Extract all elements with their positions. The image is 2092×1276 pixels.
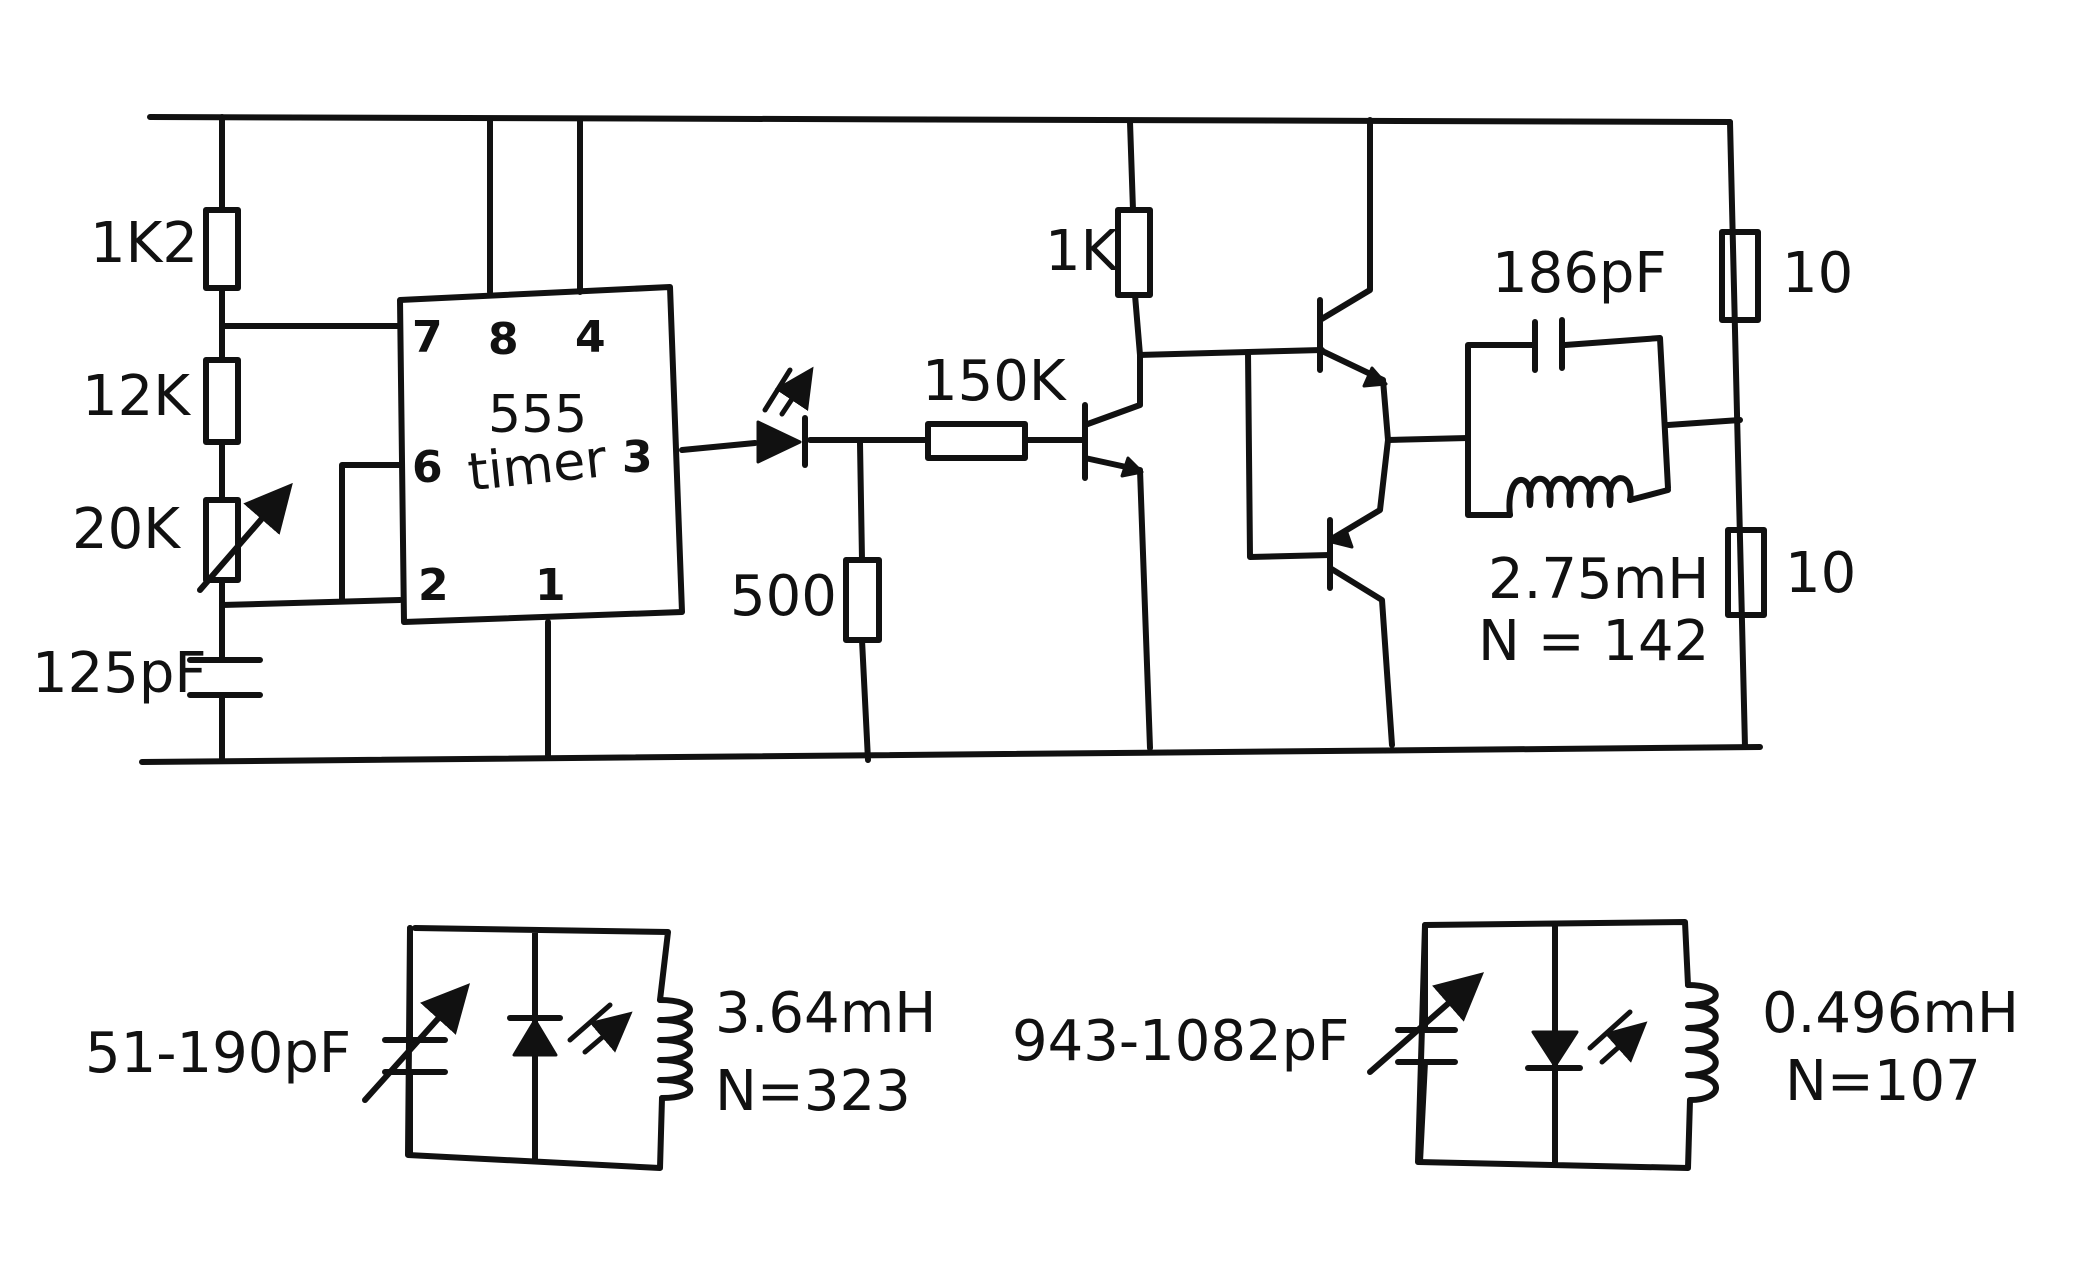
- pot-arrow: [197, 482, 293, 593]
- pin8-label: 8: [488, 314, 519, 365]
- capacitor-125pf: [187, 657, 263, 698]
- resistor-10-top: [1719, 229, 1761, 323]
- tank-right-cap-range: 943-1082pF: [1012, 1009, 1349, 1074]
- tank-right-varcap-arrow: [1367, 972, 1485, 1075]
- tank-right-diode-rays: [1587, 1012, 1640, 1065]
- resistor-150k: [925, 421, 1028, 461]
- transistor-driver-arrow: [1120, 456, 1144, 478]
- label-20k: 20K: [72, 497, 181, 562]
- main-circuit: 7 8 4 6 2 1 3 555 timer: [32, 114, 1856, 765]
- ic-title-timer: timer: [465, 429, 610, 503]
- tank-right-diode: [1531, 1030, 1579, 1068]
- tank-left-inductor: [657, 997, 694, 1101]
- collector-wire: [1127, 119, 1143, 358]
- resistor-1k2: [203, 207, 241, 291]
- tank-left-diode: [512, 1018, 558, 1057]
- push-pull-base-wire: [1245, 349, 1333, 560]
- resistor-10-bottom: [1725, 527, 1767, 618]
- tank-left-cap-range: 51-190pF: [85, 1021, 351, 1086]
- tank-right: 943-1082pF 0.496mH N=107: [1012, 919, 2019, 1171]
- transistor-lower-arrow: [1330, 528, 1354, 549]
- label-10-bottom: 10: [1785, 541, 1856, 606]
- label-125pf: 125pF: [32, 641, 207, 706]
- led-rays: [762, 370, 808, 417]
- label-1k: 1K: [1045, 219, 1119, 284]
- pin2-6-wire: [219, 462, 403, 608]
- transistor-lower: [1327, 437, 1395, 748]
- pin1-label: 1: [535, 560, 566, 611]
- pin6-label: 6: [412, 442, 443, 493]
- resistor-1k-collector: [1115, 207, 1153, 298]
- label-1k2: 1K2: [90, 211, 198, 276]
- resistor-500: [843, 557, 882, 643]
- label-500: 500: [730, 564, 837, 629]
- transistor-upper-arrow: [1362, 366, 1388, 388]
- label-186pf: 186pF: [1492, 241, 1667, 306]
- label-12k: 12K: [82, 364, 191, 429]
- transistor-driver: [1082, 352, 1153, 751]
- tank-left: 51-190pF 3.64mH N=323: [85, 925, 936, 1171]
- shunt-wire: [857, 440, 871, 763]
- label-10-top: 10: [1782, 241, 1853, 306]
- tank-loop: [1465, 335, 1743, 518]
- label-n-142: N = 142: [1478, 609, 1709, 674]
- resistor-12k: [203, 357, 241, 445]
- label-150k: 150K: [922, 349, 1067, 414]
- tank-left-inductance: 3.64mH: [715, 981, 936, 1046]
- pin8-4-wire: [487, 117, 583, 295]
- capacitor-186pf: [1532, 317, 1565, 373]
- tank-feed-wire: [1385, 435, 1471, 443]
- tank-right-turns: N=107: [1785, 1049, 1981, 1114]
- tank-right-varcap: [1395, 922, 1458, 1165]
- inductor-2-75mh: [1506, 475, 1634, 518]
- output-wire: [679, 437, 1088, 453]
- label-2-75mh: 2.75mH: [1488, 547, 1709, 612]
- collector-to-driver: [1137, 347, 1325, 358]
- ic-555-body: [397, 284, 685, 625]
- pin3-label: 3: [622, 432, 653, 483]
- tank-left-turns: N=323: [715, 1059, 911, 1124]
- pin2-label: 2: [418, 560, 449, 611]
- tank-right-inductor: [1685, 982, 1719, 1103]
- pin7-label: 7: [412, 312, 443, 363]
- transistor-upper: [1317, 117, 1391, 443]
- tank-left-varcap-arrow: [362, 983, 471, 1103]
- tank-right-inductance: 0.496mH: [1762, 981, 2019, 1046]
- ic-title-555: 555: [488, 385, 587, 445]
- top-rail: [147, 114, 1733, 125]
- right-rail: [1727, 119, 1748, 750]
- tank-left-diode-rays: [567, 1005, 625, 1055]
- led-output: [756, 420, 802, 464]
- potentiometer-20k: [203, 497, 241, 583]
- bottom-rail: [139, 744, 1763, 765]
- pin4-label: 4: [575, 312, 606, 363]
